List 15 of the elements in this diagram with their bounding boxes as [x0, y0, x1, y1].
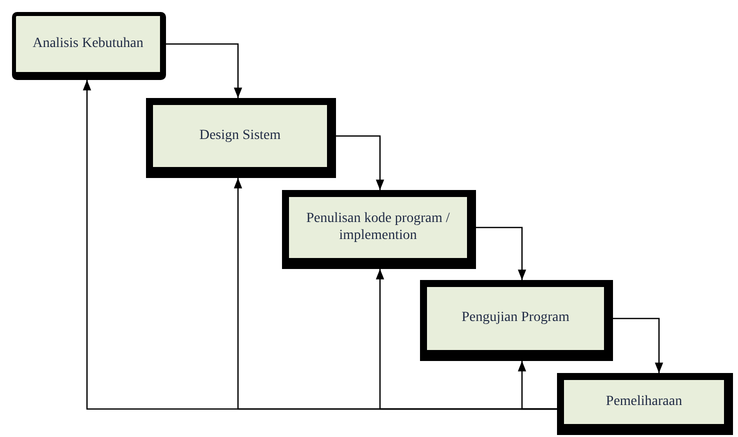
- arrow: [518, 361, 557, 410]
- arrow: [613, 318, 664, 373]
- process-box: [420, 280, 613, 361]
- box-label: Pengujian Program: [462, 310, 570, 327]
- box-label: Design Sistem: [199, 128, 281, 144]
- process-box: [557, 373, 733, 435]
- box-label: Penulisan kode program / implemention: [305, 210, 451, 244]
- process-box: [12, 12, 166, 80]
- arrow: [336, 135, 384, 190]
- arrow: [166, 43, 242, 98]
- box-label: Pemeliharaan: [606, 394, 682, 410]
- process-box: [146, 98, 336, 178]
- arrow: [476, 226, 526, 280]
- box-label: Analisis Kebutuhan: [32, 36, 144, 52]
- process-box: [282, 190, 476, 269]
